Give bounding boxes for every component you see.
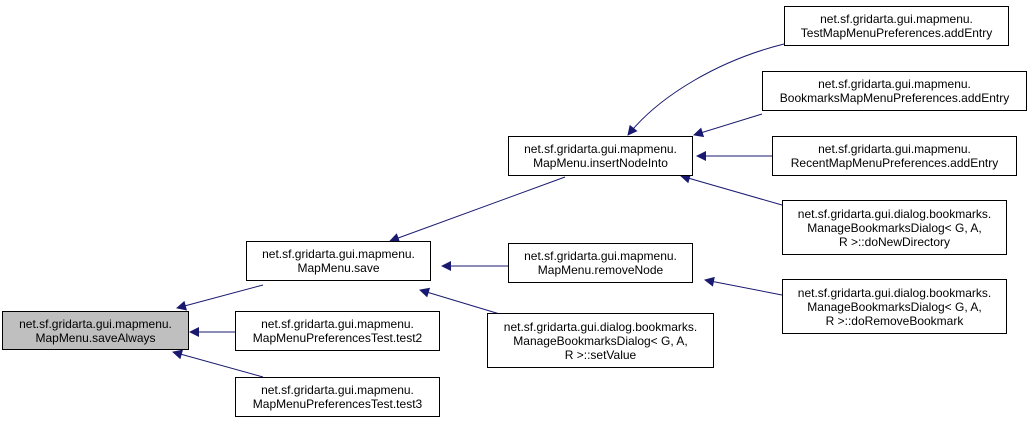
edge-setValue-to-save bbox=[419, 287, 504, 316]
node-save[interactable]: net.sf.gridarta.gui.mapmenu. MapMenu.sav… bbox=[246, 241, 431, 281]
node-bookmarksAddEntry-line1: net.sf.gridarta.gui.mapmenu. bbox=[818, 77, 971, 91]
node-testAddEntry[interactable]: net.sf.gridarta.gui.mapmenu. TestMapMenu… bbox=[784, 6, 1009, 46]
node-bookmarksAddEntry-line2: BookmarksMapMenuPreferences.addEntry bbox=[779, 91, 1010, 105]
node-removeNode[interactable]: net.sf.gridarta.gui.mapmenu. MapMenu.rem… bbox=[508, 243, 693, 283]
node-doRemoveBookmark-line3: R >::doRemoveBookmark bbox=[825, 313, 964, 328]
node-saveAlways: net.sf.gridarta.gui.mapmenu. MapMenu.sav… bbox=[2, 311, 189, 350]
edge-test3-to-saveAlways bbox=[172, 349, 264, 378]
node-test2-line1: net.sf.gridarta.gui.mapmenu. bbox=[261, 317, 414, 331]
node-testAddEntry-line2: TestMapMenuPreferences.addEntry bbox=[800, 26, 993, 40]
edge-save-to-saveAlways bbox=[176, 284, 264, 311]
node-setValue[interactable]: net.sf.gridarta.gui.dialog.bookmarks. Ma… bbox=[487, 313, 714, 368]
edge-insertNodeInto-to-save bbox=[389, 176, 566, 243]
node-setValue-line1: net.sf.gridarta.gui.dialog.bookmarks. bbox=[503, 319, 698, 334]
node-doRemoveBookmark-line2: ManageBookmarksDialog< G, A, bbox=[807, 299, 982, 314]
node-setValue-line3: R >::setValue bbox=[564, 347, 637, 362]
node-insertNodeInto[interactable]: net.sf.gridarta.gui.mapmenu. MapMenu.ins… bbox=[508, 136, 693, 176]
node-test3[interactable]: net.sf.gridarta.gui.mapmenu. MapMenuPref… bbox=[235, 377, 440, 417]
node-test3-line2: MapMenuPreferencesTest.test3 bbox=[252, 397, 423, 411]
node-testAddEntry-line1: net.sf.gridarta.gui.mapmenu. bbox=[820, 12, 973, 26]
node-save-line2: MapMenu.save bbox=[297, 261, 380, 275]
node-recentAddEntry[interactable]: net.sf.gridarta.gui.mapmenu. RecentMapMe… bbox=[772, 136, 1017, 176]
node-saveAlways-line1: net.sf.gridarta.gui.mapmenu. bbox=[19, 316, 172, 331]
node-insertNodeInto-line1: net.sf.gridarta.gui.mapmenu. bbox=[524, 142, 677, 156]
node-doNewDirectory-line1: net.sf.gridarta.gui.dialog.bookmarks. bbox=[797, 206, 992, 221]
node-test3-line1: net.sf.gridarta.gui.mapmenu. bbox=[261, 383, 414, 397]
node-recentAddEntry-line2: RecentMapMenuPreferences.addEntry bbox=[790, 156, 999, 170]
node-save-line1: net.sf.gridarta.gui.mapmenu. bbox=[262, 247, 415, 261]
edge-bookmarksAddEntry-to-insertNodeInto bbox=[693, 113, 763, 138]
node-saveAlways-line2: MapMenu.saveAlways bbox=[35, 330, 156, 345]
node-doNewDirectory-line2: ManageBookmarksDialog< G, A, bbox=[807, 220, 982, 235]
node-removeNode-line2: MapMenu.removeNode bbox=[537, 263, 664, 277]
node-doNewDirectory-line3: R >::doNewDirectory bbox=[838, 234, 951, 249]
node-setValue-line2: ManageBookmarksDialog< G, A, bbox=[513, 333, 688, 348]
node-test2[interactable]: net.sf.gridarta.gui.mapmenu. MapMenuPref… bbox=[235, 311, 440, 351]
node-doRemoveBookmark-line1: net.sf.gridarta.gui.dialog.bookmarks. bbox=[797, 285, 992, 300]
node-recentAddEntry-line1: net.sf.gridarta.gui.mapmenu. bbox=[818, 142, 971, 156]
node-doRemoveBookmark[interactable]: net.sf.gridarta.gui.dialog.bookmarks. Ma… bbox=[782, 279, 1007, 334]
node-test2-line2: MapMenuPreferencesTest.test2 bbox=[252, 331, 423, 345]
node-bookmarksAddEntry[interactable]: net.sf.gridarta.gui.mapmenu. BookmarksMa… bbox=[762, 71, 1027, 111]
edge-doNewDirectory-to-insertNodeInto bbox=[680, 173, 783, 206]
node-doNewDirectory[interactable]: net.sf.gridarta.gui.dialog.bookmarks. Ma… bbox=[782, 200, 1007, 255]
node-insertNodeInto-line2: MapMenu.insertNodeInto bbox=[533, 156, 668, 170]
node-removeNode-line1: net.sf.gridarta.gui.mapmenu. bbox=[524, 249, 677, 263]
edge-doRemoveBookmark-to-removeNode bbox=[704, 276, 783, 296]
edge-testAddEntry-to-insertNodeInto bbox=[627, 43, 785, 136]
